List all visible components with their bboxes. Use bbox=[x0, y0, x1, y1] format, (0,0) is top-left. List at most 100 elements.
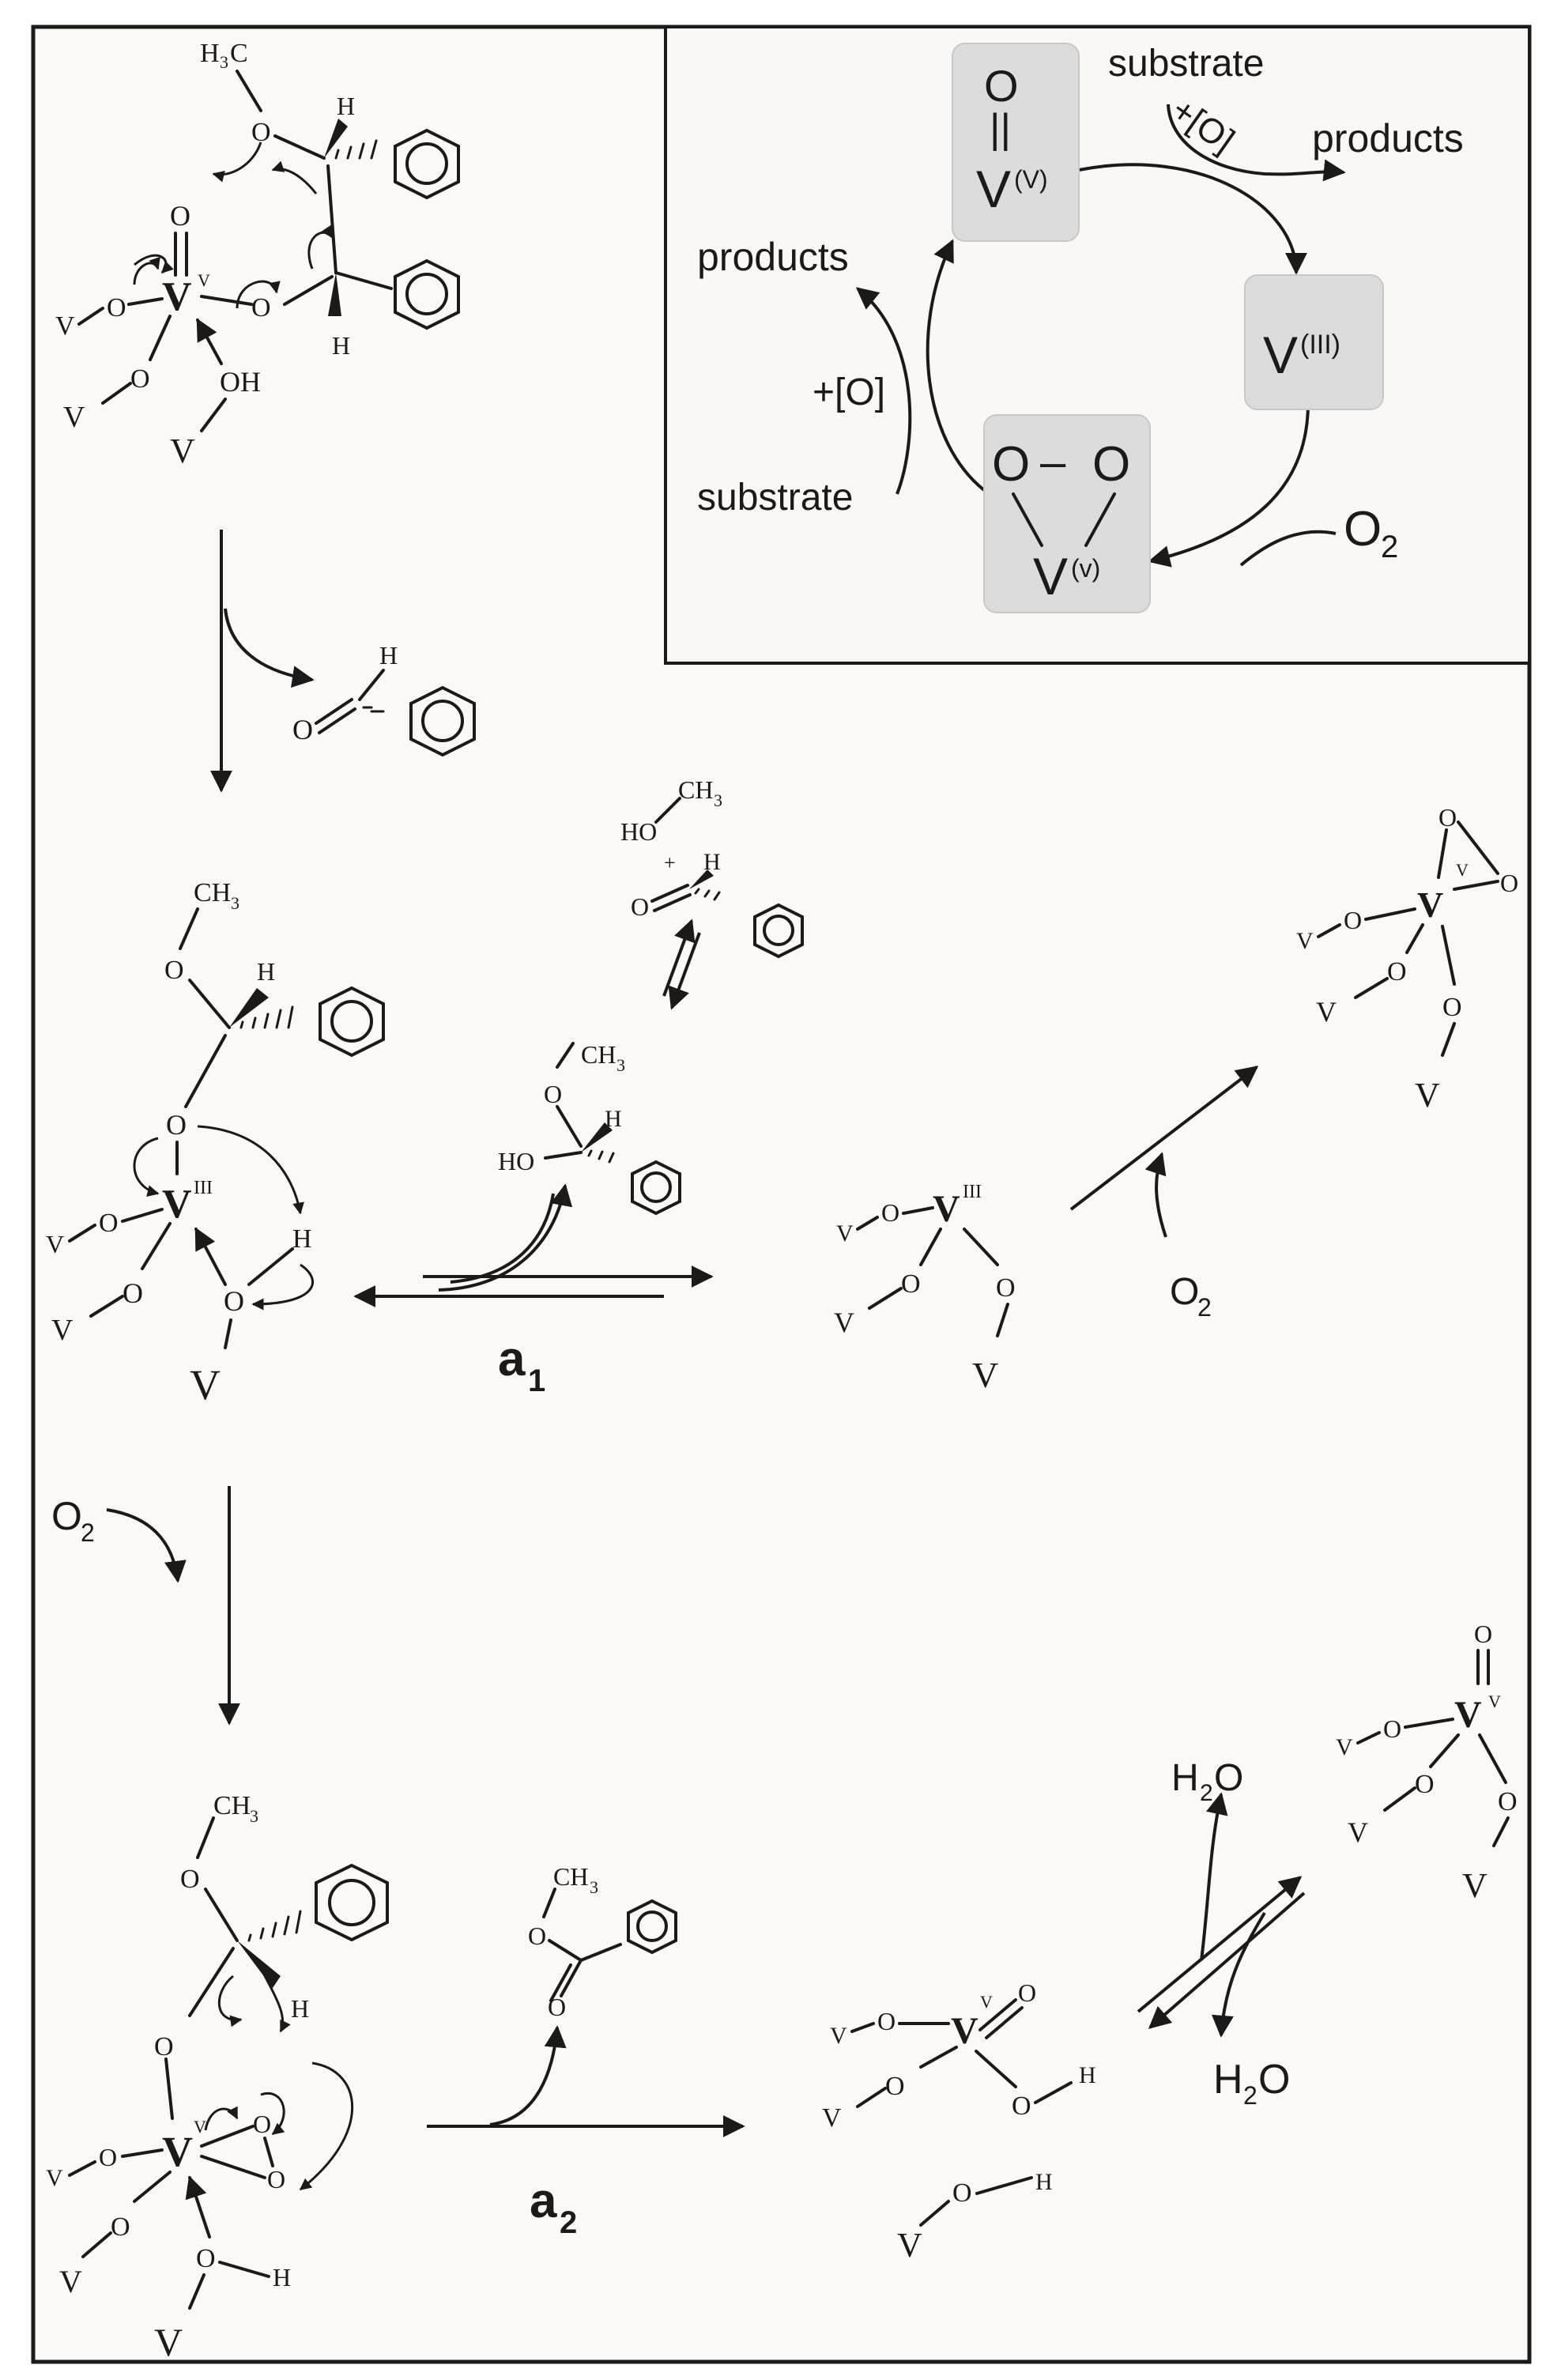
bridging-oxygen: O bbox=[1415, 1770, 1435, 1799]
hydroxyl-oxygen: O bbox=[1012, 2091, 1031, 2121]
oxidation-state-iii: (III) bbox=[1300, 330, 1340, 360]
oxo-atom: O bbox=[1018, 1978, 1036, 2007]
ch3-sub: 3 bbox=[590, 1877, 598, 1897]
node-vanadium-iii bbox=[1244, 274, 1384, 410]
carbonyl-oxygen: O bbox=[631, 892, 649, 921]
oxidation-v: V bbox=[198, 270, 210, 290]
oxo-atom: O bbox=[170, 200, 190, 232]
aldehyde-oxygen: O bbox=[292, 714, 313, 745]
phenyl-ring bbox=[319, 986, 385, 1058]
plus-o-left-label: +[O] bbox=[813, 372, 885, 413]
vanadium-atom: V bbox=[976, 160, 1011, 218]
vanadium-center: V bbox=[1454, 1694, 1482, 1736]
step-arrow-a2-methyl-benzoate: a 2 CH 3 O O bbox=[427, 1862, 745, 2240]
phenyl-ring bbox=[753, 903, 804, 959]
h-atom: H bbox=[1035, 2169, 1053, 2195]
hydroxyl-oxygen: O bbox=[952, 2178, 972, 2208]
h2o-top-sub: 2 bbox=[1200, 1780, 1213, 1806]
hydroxyl-oxygen: O bbox=[196, 2244, 216, 2273]
phenyl-ring bbox=[631, 1160, 681, 1216]
oxidation-iii: III bbox=[963, 1182, 982, 1202]
structure-3-peroxo-alkoxide: CH 3 O H O V V O O V O O V O H bbox=[46, 1791, 389, 2364]
carbonyl-oxygen: O bbox=[548, 1993, 566, 2021]
support-v: V bbox=[63, 401, 85, 434]
ether-oxygen: O bbox=[544, 1080, 562, 1108]
bridging-oxygen: O bbox=[1344, 906, 1362, 934]
hydroxyl: HO bbox=[498, 1147, 534, 1175]
alkoxide-oxygen: O bbox=[251, 293, 271, 322]
peroxo-oxygen: O bbox=[267, 2165, 285, 2193]
bridging-oxygen: O bbox=[877, 2007, 896, 2035]
h-atom: H bbox=[332, 331, 350, 360]
hydroxyl-oxygen: O bbox=[224, 1285, 244, 1317]
ch3-sub: 3 bbox=[714, 790, 722, 810]
oxidation-v: V bbox=[980, 1992, 993, 2012]
phenyl-ring bbox=[315, 1863, 389, 1942]
bridging-oxygen: O bbox=[130, 364, 150, 394]
o2-label: O bbox=[51, 1494, 82, 1538]
bridging-oxygen: O bbox=[99, 2143, 117, 2171]
support-v: V bbox=[822, 2103, 842, 2133]
h-atom: H bbox=[273, 2263, 291, 2291]
bridging-oxygen: O bbox=[885, 2072, 905, 2101]
ether-oxygen: O bbox=[251, 118, 271, 147]
ch3-sub: 3 bbox=[250, 1806, 258, 1826]
products-left-label: products bbox=[697, 235, 849, 279]
alkoxide-oxygen: O bbox=[154, 2032, 174, 2061]
h2o-top-o: O bbox=[1214, 1757, 1243, 1799]
vanadium-center: V bbox=[162, 2128, 193, 2175]
a2-label: a bbox=[530, 2174, 557, 2228]
dehydration-equilibrium: H 2 O H 2 O bbox=[1137, 1757, 1306, 2110]
h3c-sub: 3 bbox=[220, 52, 228, 72]
oxo-atom: O bbox=[1474, 1620, 1492, 1648]
substrate-left-label: substrate bbox=[697, 477, 853, 519]
support-v: V bbox=[1336, 1734, 1353, 1760]
support-v: V bbox=[972, 1355, 998, 1395]
methanol-oxocarbenium: CH 3 HO + H O bbox=[620, 775, 804, 1010]
bridging-oxygen: O bbox=[1442, 993, 1462, 1022]
h2o-bottom-sub: 2 bbox=[1243, 2081, 1257, 2110]
bridging-oxygen: O bbox=[99, 1209, 119, 1238]
support-v: V bbox=[1415, 1076, 1440, 1115]
a2-subscript: 2 bbox=[560, 2205, 577, 2240]
peroxo-o1: O bbox=[992, 437, 1030, 492]
support-v: V bbox=[1348, 1816, 1368, 1848]
support-v: V bbox=[1316, 996, 1337, 1028]
vanadium-center: V bbox=[1417, 884, 1443, 925]
support-v: V bbox=[46, 2165, 63, 2191]
peroxo-oxygen: O bbox=[1500, 869, 1518, 897]
bridging-oxygen: O bbox=[123, 1277, 143, 1309]
bridging-oxygen: O bbox=[107, 293, 126, 322]
oxo-atom: O bbox=[984, 61, 1019, 111]
bridging-oxygen: O bbox=[1498, 1787, 1518, 1816]
o2-subscript: 2 bbox=[1197, 1293, 1212, 1322]
bridging-oxygen: O bbox=[881, 1198, 899, 1227]
support-v: V bbox=[834, 1307, 854, 1338]
support-v: V bbox=[830, 2023, 847, 2049]
peroxo-bond: – bbox=[1040, 436, 1066, 488]
bridging-oxygen: O bbox=[1387, 957, 1407, 986]
oxidation-iii: III bbox=[194, 1178, 213, 1198]
structure-vanadium-peroxo: O O V V V O O V O V bbox=[1296, 803, 1518, 1115]
h2o-top-h: H bbox=[1171, 1757, 1199, 1799]
methanol-hydroxyl: HO bbox=[620, 817, 657, 846]
oxidation-state-v: (V) bbox=[1014, 165, 1048, 194]
o2-cycle-subscript: 2 bbox=[1381, 530, 1398, 564]
ch3: CH bbox=[678, 775, 713, 804]
vanadium-center: V bbox=[162, 274, 192, 319]
phenyl-ring bbox=[394, 258, 460, 330]
h3c-c: C bbox=[230, 39, 248, 68]
h2o-bottom-o: O bbox=[1258, 2057, 1290, 2103]
bridging-oxygen: O bbox=[901, 1269, 921, 1299]
ester-oxygen: O bbox=[528, 1922, 546, 1950]
h2o-bottom-h: H bbox=[1213, 2057, 1243, 2103]
ether-oxygen: O bbox=[180, 1865, 200, 1894]
h-atom: H bbox=[605, 1106, 622, 1132]
vanadium-atom: V bbox=[1033, 547, 1068, 605]
support-v: V bbox=[59, 2264, 82, 2299]
support-v: V bbox=[897, 2226, 922, 2265]
bridging-oxygen: O bbox=[1383, 1714, 1401, 1743]
ether-oxygen: O bbox=[164, 956, 184, 985]
double-bond: || bbox=[990, 106, 1011, 152]
support-v: V bbox=[836, 1220, 854, 1247]
